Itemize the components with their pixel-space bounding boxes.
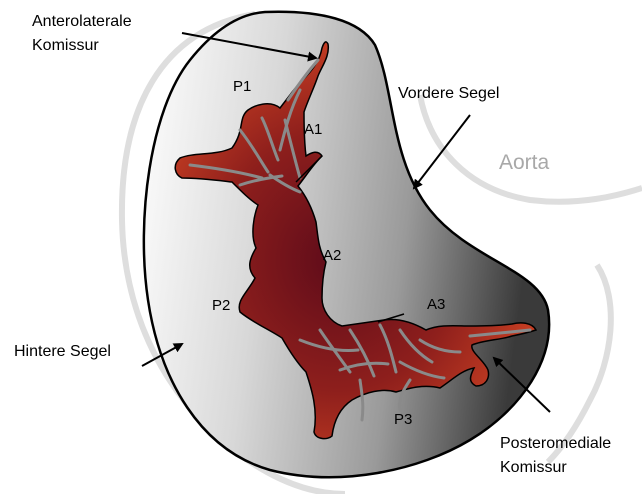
label-aorta: Aorta xyxy=(499,153,549,173)
label-anterolateral-line1: Anterolaterale xyxy=(32,12,132,32)
segment-a1: A1 xyxy=(304,120,322,140)
label-posteromedial-line1: Posteromediale xyxy=(500,434,611,454)
label-posteromedial-line2: Komissur xyxy=(500,458,567,478)
label-hintere-segel: Hintere Segel xyxy=(14,342,111,362)
segment-p2: P2 xyxy=(212,296,230,316)
segment-p1: P1 xyxy=(233,77,251,97)
segment-p3: P3 xyxy=(394,410,412,430)
segment-a2: A2 xyxy=(323,246,341,266)
segment-a3: A3 xyxy=(427,295,445,315)
arrow-vordere-segel xyxy=(414,115,470,188)
aorta-outline xyxy=(420,95,642,202)
label-anterolateral-line2: Komissur xyxy=(32,36,99,56)
label-vordere-segel: Vordere Segel xyxy=(398,84,499,104)
outer-contour-right xyxy=(548,265,611,462)
valve-annulus xyxy=(144,12,549,477)
